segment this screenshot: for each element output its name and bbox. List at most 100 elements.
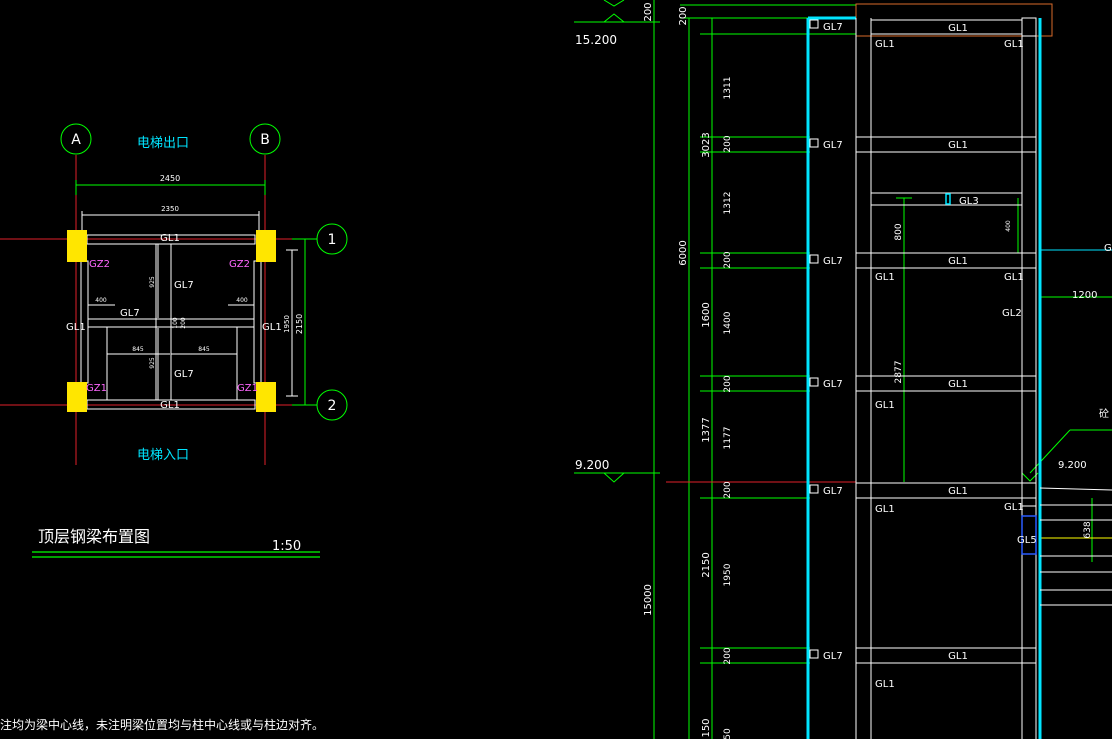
level-top-text: 15.200: [575, 33, 617, 47]
dim-638-text: 638: [1083, 521, 1093, 538]
dim-top-200b-text: 200: [678, 6, 689, 25]
dim-1200-text: 1200: [1072, 290, 1097, 301]
dim-1312-text: 1312: [723, 192, 733, 215]
axis-2-label: 2: [328, 398, 337, 414]
column-node: [1021, 136, 1037, 153]
axis-a-bubble: [60, 123, 92, 155]
gl7-top-label: GL7: [174, 280, 194, 291]
gl7-section: [809, 377, 819, 387]
dim-1311-text: 1311: [723, 77, 733, 100]
dim-center-b-text: 100: [172, 317, 179, 329]
dim-center-text: 200: [180, 317, 187, 329]
axis-b-label: B: [260, 132, 270, 148]
column-gz2-right: [256, 230, 276, 262]
gl7-horizontal-label: GL7: [120, 308, 140, 319]
dim-50-text: 50: [723, 728, 733, 739]
dim-outer-text: 2450: [160, 174, 180, 183]
plan-scale: 1:50: [272, 539, 301, 554]
beam-gl7-vertical: [155, 243, 172, 401]
level-mid-text: 9.200: [575, 458, 609, 472]
dim-2877-text: 2877: [894, 361, 904, 384]
dim-1377-text: 1377: [701, 417, 712, 442]
axis-b-bubble: [249, 123, 281, 155]
dim-total-text: 15000: [643, 584, 654, 616]
dim-400-right-text: 400: [236, 297, 248, 304]
dim-200-e-text: 200: [723, 647, 733, 664]
column-node: [1021, 252, 1037, 269]
plan-columns: [67, 230, 276, 412]
gl7-label: GL7: [823, 22, 843, 33]
gl7-section: [809, 138, 819, 148]
column-node: [855, 375, 872, 392]
gl1-right-label: GL1: [1004, 39, 1024, 50]
dim-inner-text: 2350: [161, 205, 179, 213]
dim-1950-text: 1950: [723, 563, 733, 586]
axis-1-label: 1: [328, 232, 337, 248]
column-node: [1021, 647, 1037, 664]
gl5-label: GL5: [1017, 535, 1037, 546]
dim-800-text: 800: [894, 223, 904, 240]
column-node: [855, 136, 872, 153]
gz2-right-label: GZ2: [229, 259, 250, 270]
dim-200-b-text: 200: [723, 251, 733, 268]
dim-top-200-text: 200: [643, 2, 654, 21]
plan-top-dimensions: [75, 180, 266, 231]
gl1-beam-label: GL1: [948, 23, 968, 34]
gl7-label: GL7: [823, 379, 843, 390]
beams: [809, 17, 1037, 664]
dim-200-d-text: 200: [723, 481, 733, 498]
dim-200-c-text: 200: [723, 375, 733, 392]
gl2-label: GL2: [1002, 308, 1022, 319]
gl1-beam-label: GL1: [948, 256, 968, 267]
gl1-left-label: GL1: [875, 679, 895, 690]
dim-925-top-text: 925: [149, 276, 156, 288]
dim-3023-text: 3023: [701, 132, 712, 157]
gl1-right-label: GL1: [262, 322, 282, 333]
column-gz1-right: [256, 382, 276, 412]
column-node: [1021, 497, 1037, 507]
vertical-dimension-lines: [653, 0, 1112, 739]
dim-right-inner-text: 1950: [283, 315, 291, 333]
level-right-symbol: [1021, 472, 1039, 482]
gl7-label: GL7: [823, 140, 843, 151]
gl-edge-label: GL: [1104, 243, 1112, 254]
column-gz2-left: [67, 230, 87, 262]
drawing-note: 注均为梁中心线，未注明梁位置均与柱中心线或与柱边对齐。: [0, 717, 324, 732]
plan-view: A B 1 2 2450 2350 2150 1950: [0, 123, 348, 732]
level-right-text: 9.200: [1058, 460, 1087, 471]
column-node: [1021, 17, 1037, 37]
gl1-beam-label: GL1: [948, 651, 968, 662]
dim-400-left-text: 400: [95, 297, 107, 304]
hatch-lines: [1039, 487, 1112, 606]
level-right-leader: [1029, 429, 1071, 474]
level-top-symbol: [603, 13, 625, 23]
elevator-entry-label: 电梯入口: [137, 448, 189, 463]
column-gz1-left: [67, 382, 87, 412]
dim-1400-text: 1400: [723, 311, 733, 334]
dim-925-bottom-text: 925: [149, 357, 156, 369]
level-top-symbol-2: [603, 0, 625, 7]
gl7-label: GL7: [823, 651, 843, 662]
gz2-left-label: GZ2: [89, 259, 110, 270]
gl1-right-label: GL1: [1004, 502, 1024, 513]
dim-200-a-text: 200: [723, 135, 733, 152]
gl7-label: GL7: [823, 486, 843, 497]
elevation-view: 15.200 9.200 9.200: [574, 0, 1112, 739]
gz1-right-label: GZ1: [237, 383, 258, 394]
dim-845-left-text: 845: [132, 346, 144, 353]
gl1-right-label: GL1: [1004, 272, 1024, 283]
gl1-left-label: GL1: [66, 322, 86, 333]
elevator-exit-label: 电梯出口: [137, 136, 189, 151]
axis-a-label: A: [71, 132, 81, 148]
gl1-left-label: GL1: [875, 504, 895, 515]
hatch-line: [1039, 487, 1112, 491]
elevation-frame: [806, 3, 1112, 739]
level-mid-symbol: [603, 472, 625, 483]
gl7-section: [809, 19, 819, 29]
gl7-section: [809, 484, 819, 494]
gl1-beam-label: GL1: [948, 140, 968, 151]
gl7-label: GL7: [823, 256, 843, 267]
gz1-left-label: GZ1: [86, 383, 107, 394]
column-node: [855, 647, 872, 664]
